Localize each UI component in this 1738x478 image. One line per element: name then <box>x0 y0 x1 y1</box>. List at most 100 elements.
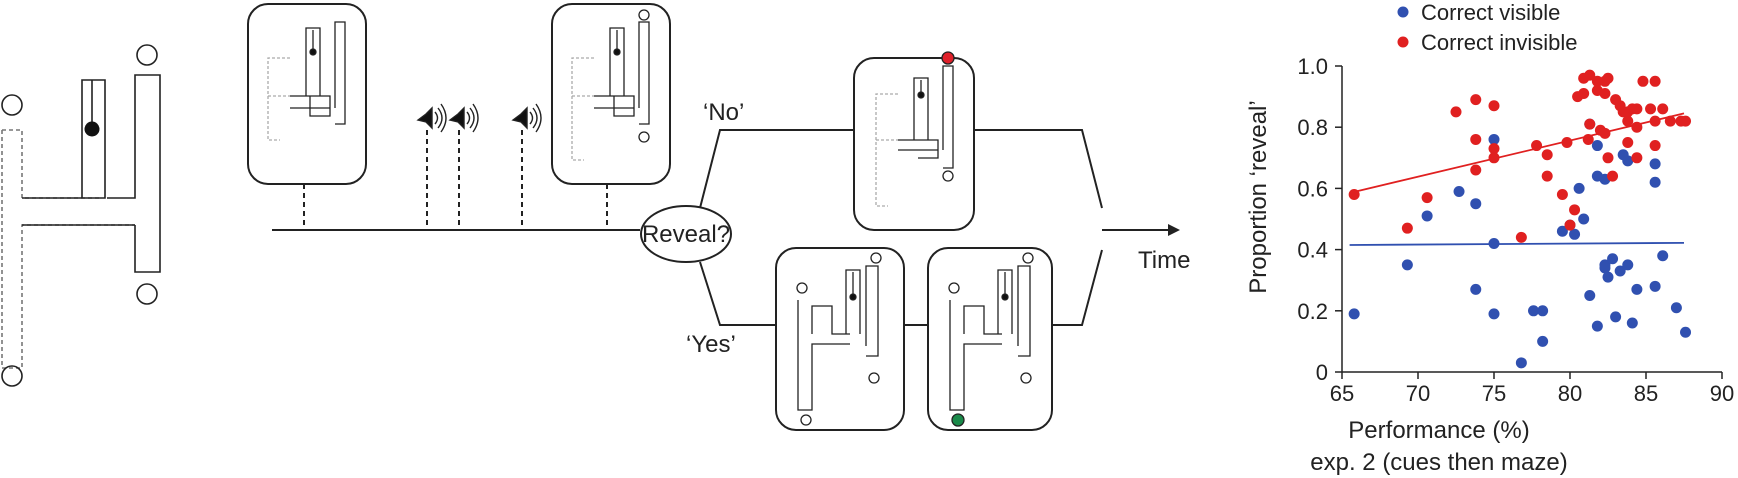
data-point-invisible <box>1348 189 1360 201</box>
green-target-dot <box>951 413 965 427</box>
data-point-invisible <box>1541 149 1553 161</box>
branch-no-upper <box>699 129 854 209</box>
legend-label: Correct invisible <box>1421 30 1578 55</box>
data-point-invisible <box>1488 100 1500 112</box>
data-point-invisible <box>1470 94 1482 106</box>
data-point-visible <box>1573 182 1585 194</box>
data-point-visible <box>1578 213 1590 225</box>
data-point-invisible <box>1680 115 1692 127</box>
data-point-invisible <box>1584 69 1596 81</box>
x-tick-label: 65 <box>1330 381 1354 406</box>
data-point-invisible <box>1622 115 1634 127</box>
y-axis-label: Proportion ‘reveal’ <box>1245 100 1272 293</box>
speaker-icon <box>511 103 542 133</box>
data-point-visible <box>1631 283 1643 295</box>
data-point-invisible <box>1599 88 1611 100</box>
data-point-invisible <box>1582 133 1594 145</box>
data-point-visible <box>1348 308 1360 320</box>
fit-line-visible <box>1349 241 1685 246</box>
mini-maze-5 <box>948 252 1034 411</box>
data-point-invisible <box>1631 152 1643 164</box>
data-point-invisible <box>1578 88 1590 100</box>
data-point-visible <box>1470 198 1482 210</box>
mini-maze-3 <box>875 65 954 207</box>
y-tick-label: 0.2 <box>1297 299 1328 324</box>
data-point-invisible <box>1602 72 1614 84</box>
data-point-visible <box>1488 133 1500 145</box>
data-point-visible <box>1488 237 1500 249</box>
data-point-invisible <box>1599 127 1611 139</box>
reveal-decision-node <box>640 205 732 263</box>
data-point-invisible <box>1649 115 1661 127</box>
data-point-invisible <box>1488 152 1500 164</box>
mini-maze-1 <box>267 21 346 141</box>
data-point-visible <box>1537 335 1549 347</box>
data-point-invisible <box>1401 222 1413 234</box>
screen-card-revealed-maze <box>775 247 905 431</box>
data-point-visible <box>1607 253 1619 265</box>
data-point-visible <box>1614 265 1626 277</box>
x-tick-label: 85 <box>1634 381 1658 406</box>
x-tick-label: 75 <box>1482 381 1506 406</box>
data-point-visible <box>1591 140 1603 152</box>
x-tick-label: 90 <box>1710 381 1734 406</box>
x-tick-label: 70 <box>1406 381 1430 406</box>
time-axis-label: Time <box>1138 247 1190 274</box>
data-point-invisible <box>1591 75 1603 87</box>
large-maze-target-bottom-right <box>136 283 158 305</box>
data-point-invisible <box>1622 137 1634 148</box>
data-point-visible <box>1622 155 1634 167</box>
branch-yes-lower <box>699 261 776 326</box>
legend-marker <box>1397 6 1409 18</box>
mini-maze-4 <box>796 252 882 426</box>
data-point-invisible <box>1607 170 1619 182</box>
data-point-invisible <box>1421 192 1433 204</box>
legend-marker <box>1397 36 1409 48</box>
data-point-invisible <box>1564 219 1576 231</box>
data-point-invisible <box>1561 137 1573 148</box>
large-maze-target-top-left <box>1 94 23 116</box>
data-point-invisible <box>1515 231 1527 243</box>
data-point-visible <box>1569 228 1581 240</box>
data-point-visible <box>1591 320 1603 332</box>
data-point-invisible <box>1649 140 1661 152</box>
data-point-invisible <box>1649 75 1661 87</box>
data-point-visible <box>1599 262 1611 274</box>
data-point-invisible <box>1531 140 1543 152</box>
data-point-visible <box>1470 283 1482 295</box>
mini-maze-2 <box>571 9 650 161</box>
speaker-icon <box>448 103 479 133</box>
data-point-visible <box>1649 280 1661 292</box>
data-point-invisible <box>1664 115 1676 127</box>
data-point-visible <box>1680 326 1692 338</box>
data-point-visible <box>1556 225 1568 237</box>
data-point-invisible <box>1657 103 1669 115</box>
data-point-visible <box>1610 311 1622 323</box>
branch-yes-right <box>1052 249 1103 326</box>
speaker-icon <box>416 103 447 133</box>
chart-fit-lines <box>1349 112 1685 246</box>
x-axis-label: Performance (%) <box>1348 417 1529 444</box>
timeline-diagram <box>247 3 1180 431</box>
data-point-visible <box>1602 271 1614 283</box>
data-point-invisible <box>1569 204 1581 216</box>
data-point-visible <box>1584 290 1596 301</box>
data-point-invisible <box>1631 121 1643 133</box>
data-point-invisible <box>1645 103 1657 115</box>
large-maze-ball <box>84 121 100 137</box>
yes-branch-label: ‘Yes’ <box>686 331 736 358</box>
fit-line-invisible <box>1349 112 1685 194</box>
x-axis-label-line2: exp. 2 (cues then maze) <box>1310 449 1567 476</box>
y-tick-label: 1.0 <box>1297 54 1328 79</box>
data-point-visible <box>1649 158 1661 170</box>
data-point-visible <box>1421 210 1433 222</box>
data-point-visible <box>1626 317 1638 329</box>
branch-no-right <box>974 129 1103 209</box>
data-point-invisible <box>1470 164 1482 176</box>
data-point-invisible <box>1584 118 1596 130</box>
screen-card-no-reveal <box>853 57 975 231</box>
large-maze-target-top-right <box>136 44 158 66</box>
data-point-invisible <box>1488 143 1500 155</box>
